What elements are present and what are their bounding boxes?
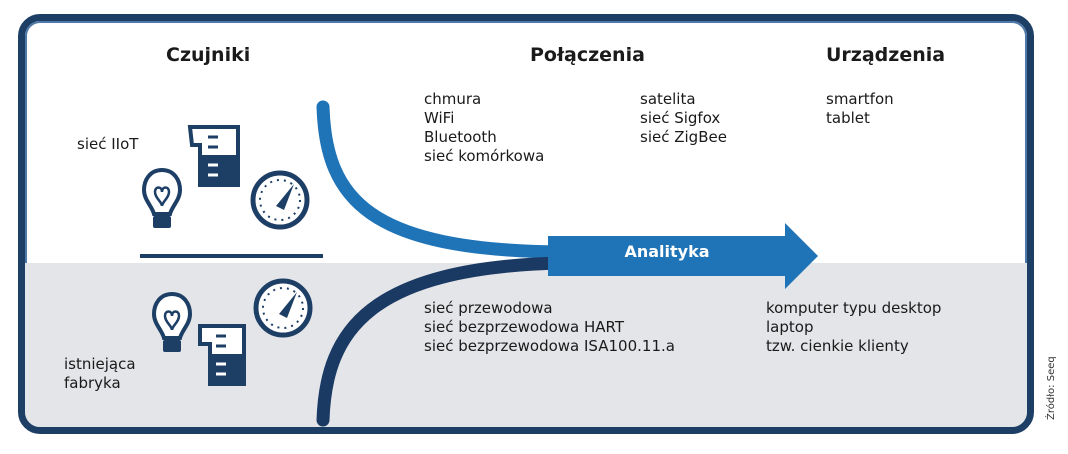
list-item: komputer typu desktop [766,299,942,317]
factory-label-line: istniejąca [64,355,136,373]
sensors-header: Czujniki [166,44,251,66]
list-item: smartfon [826,90,894,108]
list-item: sieć bezprzewodowa ISA100.11.a [424,337,675,355]
list-item: WiFi [424,109,455,127]
list-item: sieć przewodowa [424,299,553,317]
list-item: tzw. cienkie klienty [766,337,909,355]
analytics-arrow [548,223,818,289]
connections-top-list-2: satelita sieć Sigfox sieć ZigBee [640,90,727,147]
iiot-flow-curve [316,100,567,259]
existing-factory-label: istniejąca fabryka [64,355,136,393]
source-credit: Źródło: Seeq [1046,356,1057,420]
list-item: sieć Sigfox [640,109,721,127]
list-item: sieć bezprzewodowa HART [424,318,625,336]
list-item: satelita [640,90,696,108]
devices-top-list: smartfon tablet [826,90,894,128]
diagram-frame [18,14,1034,434]
factory-flow-curve [316,256,567,427]
list-item: sieć komórkowa [424,147,545,165]
list-item: tablet [826,109,870,127]
list-item: laptop [766,318,814,336]
list-item: chmura [424,90,482,108]
analytics-arrow-label: Analityka [624,242,710,261]
lightbulb-icon [151,291,193,352]
gauge-icon [253,278,313,338]
connections-header: Połączenia [530,44,645,66]
factory-label-line: fabryka [64,374,121,392]
devices-header: Urządzenia [826,44,946,66]
devices-bottom-list: komputer typu desktop laptop tzw. cienki… [766,299,941,356]
connections-top-list-1: chmura WiFi Bluetooth sieć komórkowa [424,90,544,166]
list-item: sieć ZigBee [640,128,727,146]
gauge-icon [250,170,310,230]
beaker-icon [187,125,240,187]
connections-bottom-list: sieć przewodowa sieć bezprzewodowa HART … [424,299,675,356]
factory-section-background [25,263,1027,427]
list-item: Bluetooth [424,128,497,146]
lightbulb-icon [141,167,183,228]
iiot-network-label: sieć IIoT [77,135,139,153]
beaker-icon [198,324,246,386]
